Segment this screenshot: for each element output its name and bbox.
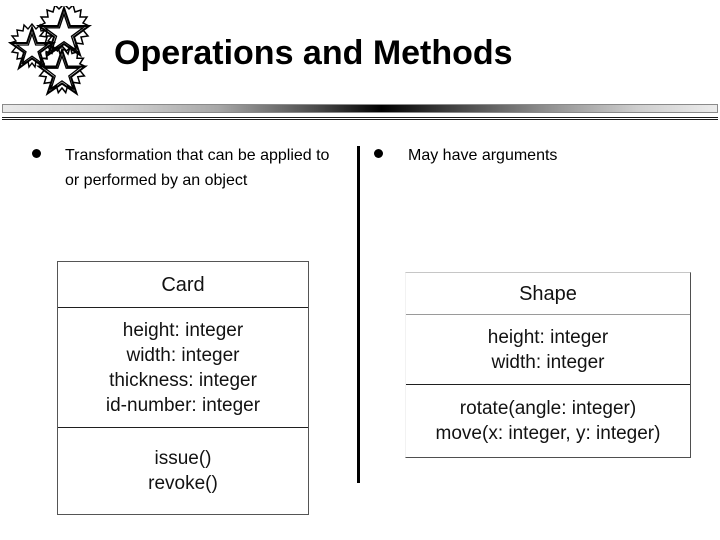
uml-class-shape: Shape height: integer width: integer rot… (405, 272, 691, 458)
uml-shape-class-name: Shape (519, 282, 577, 305)
uml-card-attribute: height: integer (122, 319, 244, 341)
bullet-item-left: Transformation that can be applied to or… (32, 143, 332, 193)
bullet-dot-icon (374, 149, 383, 158)
uml-card-attribute: thickness: integer (109, 369, 257, 391)
uml-card-attributes-compartment: height: integer width: integer thickness… (58, 308, 308, 428)
uml-card-attribute: width: integer (126, 344, 240, 366)
bullet-left-text: Transformation that can be applied to or… (65, 147, 330, 189)
uml-shape-operation: rotate(angle: integer) (459, 398, 637, 419)
uml-card-attribute: id-number: integer (105, 394, 261, 416)
uml-card-operation: issue() (154, 448, 212, 469)
uml-class-card: Card height: integer width: integer thic… (57, 261, 309, 515)
uml-shape-operations-compartment: rotate(angle: integer) move(x: integer, … (406, 385, 690, 457)
uml-card-operations-compartment: issue() revoke() (58, 428, 308, 514)
uml-shape-operation: move(x: integer, y: integer) (435, 423, 661, 444)
title-gradient-rule (2, 104, 718, 113)
page-title: Operations and Methods (114, 34, 513, 72)
uml-shape-name-compartment: Shape (406, 273, 690, 315)
uml-shape-attributes-compartment: height: integer width: integer (406, 315, 690, 385)
uml-shape-attribute: height: integer (487, 326, 609, 348)
bullet-item-right: May have arguments (374, 143, 694, 168)
bullet-right-text: May have arguments (408, 147, 558, 164)
title-thin-rule (2, 117, 718, 120)
bullet-dot-icon (32, 149, 41, 158)
slide-header: Operations and Methods (0, 0, 720, 120)
uml-card-operation: revoke() (148, 473, 218, 494)
column-divider (357, 146, 360, 483)
uml-card-class-name: Card (161, 273, 205, 296)
uml-shape-attribute: width: integer (491, 351, 605, 373)
uml-card-name-compartment: Card (58, 262, 308, 308)
three-stars-gear-logo-icon (4, 6, 102, 106)
